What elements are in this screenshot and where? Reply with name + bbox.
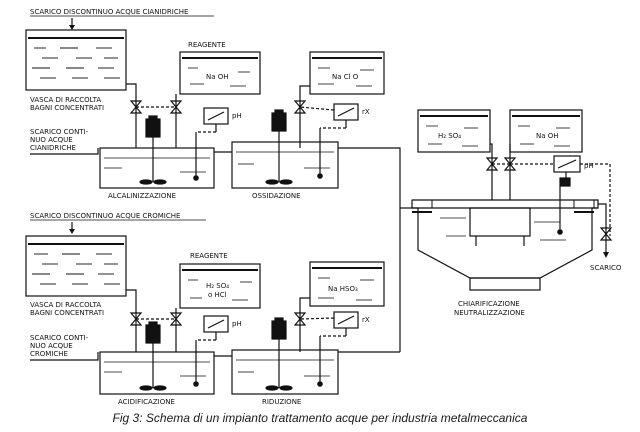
nahso3-reagent-label: Na HSO₃ [328,285,358,293]
figure-caption: Fig 3: Schema di un impianto trattamento… [112,411,528,425]
chromium-collection-label-2: BAGNI CONCENTRATI [30,309,104,317]
chromium-inlet-label-3: CROMICHE [30,350,68,358]
naoh-reagent-tank [179,51,261,95]
chromium-discharge-title: SCARICO DISCONTINUO ACQUE CROMICHE [30,212,180,220]
clarifier-ph-label: pH [584,162,594,170]
h2so4-reagent-tank [417,109,491,153]
chromium-inlet-label-1: SCARICO CONTI- [30,334,89,342]
chromium-rx-label: rX [362,316,370,324]
acid-reagent-label-2: o HCl [208,291,227,299]
water-treatment-diagram: SCARICO DISCONTINUO ACQUE CIANIDRICHE VA… [25,8,622,406]
chromium-collection-tank [25,235,127,297]
chromium-pump-valve-1 [129,312,143,326]
cyanide-collection-label-1: VASCA DI RACCOLTA [30,96,101,104]
nahso3-reagent-tank [309,261,385,307]
cyanide-redox-meter [299,103,359,179]
cyanide-line: SCARICO DISCONTINUO ACQUE CIANIDRICHE VA… [25,8,401,352]
chromium-line: SCARICO DISCONTINUO ACQUE CROMICHE VASCA… [25,212,400,406]
reduction-label: RIDUZIONE [262,398,301,406]
cyanide-rx-label: rX [362,108,370,116]
cyanide-discharge-title: SCARICO DISCONTINUO ACQUE CIANIDRICHE [30,8,188,16]
clarifier-stage-label-1: CHIARIFICAZIONE [458,300,520,308]
naclo-reagent-label: Na Cl O [332,73,359,81]
chromium-ph-label: pH [232,320,242,328]
h2so4-reagent-label: H₂ SO₄ [438,132,461,140]
acidification-label: ACIDIFICAZIONE [118,398,175,406]
clarifier-ph-meter [553,155,581,187]
cyanide-collection-label-2: BAGNI CONCENTRATI [30,104,104,112]
alkalinization-reactor [99,115,215,189]
chromium-reagent-header: REAGENTE [190,252,228,260]
oxidation-reactor [231,109,339,189]
cyanide-ph-label: pH [232,112,242,120]
chromium-ph-meter [193,315,229,387]
chromium-redox-meter [299,311,359,387]
clarifier-line: H₂ SO₄ Na OH pH [400,109,622,317]
acidification-reactor [99,321,215,395]
chromium-inlet-label-2: NUO ACQUE [30,342,73,350]
cyanide-inlet-label-3: CIANIDRICHE [30,144,76,152]
cyanide-inlet-label-2: NUO ACQUE [30,136,73,144]
cyanide-reagent-header: REAGENTE [188,41,226,49]
naoh-reagent-label: Na OH [206,73,229,81]
cyanide-pump-valve-1 [129,100,143,114]
clarifier-stage-label-2: NEUTRALIZZAZIONE [454,309,525,317]
clarifier-tank [411,186,599,291]
alkalinization-label: ALCALINIZZAZIONE [108,192,176,200]
clarifier-outlet-label: SCARICO [590,264,622,272]
cyanide-collection-tank [25,29,127,91]
acid-reagent-tank [179,263,261,309]
reduction-reactor [231,317,339,395]
chromium-collection-label-1: VASCA DI RACCOLTA [30,301,101,309]
cyanide-inlet-label-1: SCARICO CONTI- [30,128,89,136]
oxidation-label: OSSIDAZIONE [252,192,301,200]
acid-reagent-label-1: H₂ SO₄ [206,282,229,290]
cyanide-ph-meter [193,107,229,181]
naoh-clarifier-label: Na OH [536,132,559,140]
naclo-reagent-tank [309,51,385,95]
naoh-clarifier-tank [509,109,583,153]
